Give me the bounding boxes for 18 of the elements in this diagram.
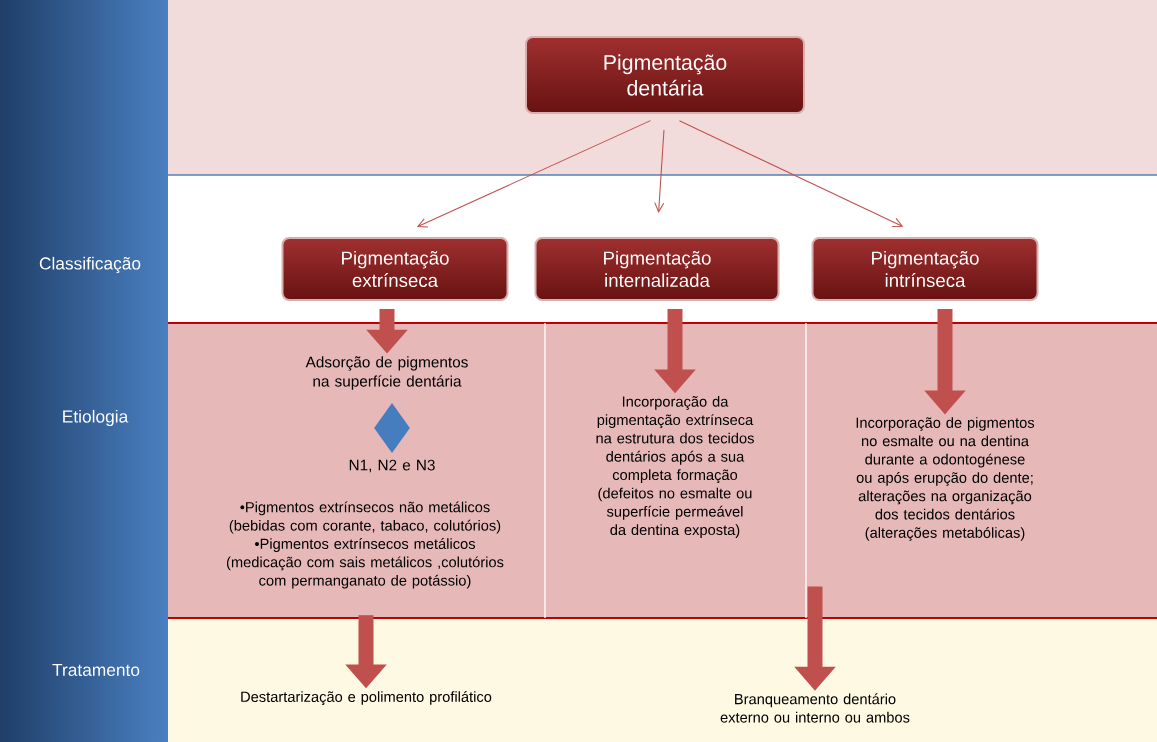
title-box: Pigmentação dentária — [525, 36, 805, 114]
arrow — [416, 120, 651, 228]
category-box: Pigmentação internalizada — [534, 237, 780, 301]
description-text: N1, N2 e N3 — [349, 459, 435, 473]
arrow — [654, 129, 665, 214]
description-text: Incorporação de pigmentos no esmalte ou na dentina durante a odontogénese ou após erupção do dente; alterações na organização dos tecidos dentários (alterações metabólicas) — [856, 417, 1035, 541]
diamond-symbol — [374, 403, 410, 453]
treatment-text: Branqueamento dentário externo ou interno ou ambos — [720, 693, 910, 723]
bullet-list: •Pigmentos extrínsecos não metálicos (bebidas com corante, tabaco, colutórios) •Pigmentos extrínsecos metálicos (medicação com sais metálicos ,colutórios com permanganato de potássio) — [226, 501, 504, 589]
description-text: Adsorção de pigmentos na superfície dentária — [305, 356, 468, 390]
treatment-text: Destartarização e polimento profilático — [241, 691, 492, 705]
category-box: Pigmentação extrínseca — [281, 237, 509, 301]
category-box: Pigmentação intrínseca — [811, 237, 1039, 301]
row-header: Etiologia — [63, 409, 129, 427]
row-header: Classificação — [39, 256, 141, 274]
row-header: Tratamento — [52, 663, 140, 677]
description-text: Incorporação da pigmentação extrínseca na estrutura dos tecidos dentários após a sua completa formação (defeitos no esmalte ou superfície permeável da dentina exposta) — [596, 396, 754, 538]
arrow — [678, 120, 904, 227]
